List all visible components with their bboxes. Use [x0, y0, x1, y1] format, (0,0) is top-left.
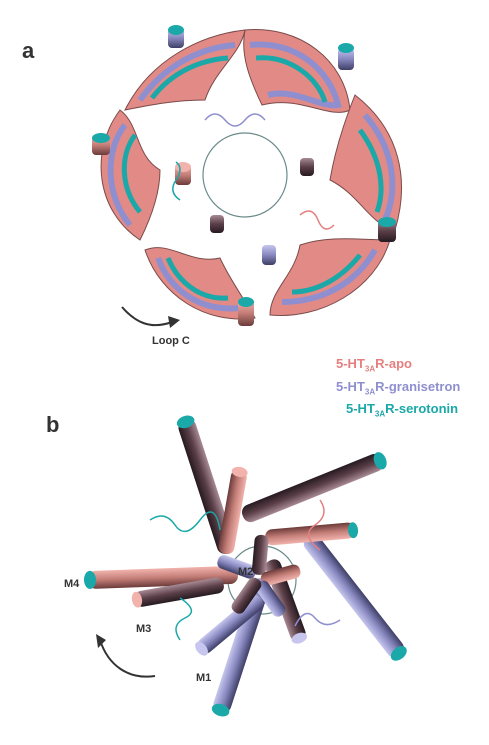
loop-c-label: Loop C: [152, 335, 190, 347]
legend: 5-HT3AR-apo 5-HT3AR-granisetron 5-HT3AR-…: [336, 355, 460, 423]
legend-item-suffix: R-granisetron: [375, 378, 461, 394]
legend-item-granisetron: 5-HT3AR-granisetron: [336, 378, 460, 401]
legend-item-suffix: R-serotonin: [385, 401, 459, 417]
panel-b-structure: [83, 415, 407, 717]
panel-a-label: a: [22, 38, 35, 63]
legend-item-prefix: 5-HT: [336, 378, 365, 394]
subunit-a3: [269, 238, 391, 317]
legend-item-sub: 3A: [364, 364, 376, 374]
m3-label: M3: [136, 623, 152, 635]
legend-item-prefix: 5-HT: [336, 356, 365, 371]
legend-item-prefix: 5-HT: [346, 401, 375, 417]
subunit-a2: [329, 94, 402, 231]
m4-label: M4: [64, 578, 80, 590]
legend-item-apo: 5-HT3AR-apo: [336, 355, 460, 378]
legend-item-suffix: R-apo: [375, 356, 412, 371]
subunit-a1: [243, 29, 351, 113]
rotation-arrow: [99, 639, 156, 678]
m1-label: M1: [196, 672, 212, 684]
legend-item-serotonin: 5-HT3AR-serotonin: [346, 400, 460, 423]
legend-item-sub: 3A: [364, 387, 376, 397]
panel-a-structure: [92, 25, 402, 326]
panel-b-label: b: [46, 412, 60, 437]
subunit-a5: [100, 29, 246, 241]
loop-c-arrow: [121, 306, 173, 327]
m2-label: M2: [238, 566, 254, 578]
legend-item-sub: 3A: [374, 409, 386, 419]
subunit-a4: [144, 247, 256, 320]
